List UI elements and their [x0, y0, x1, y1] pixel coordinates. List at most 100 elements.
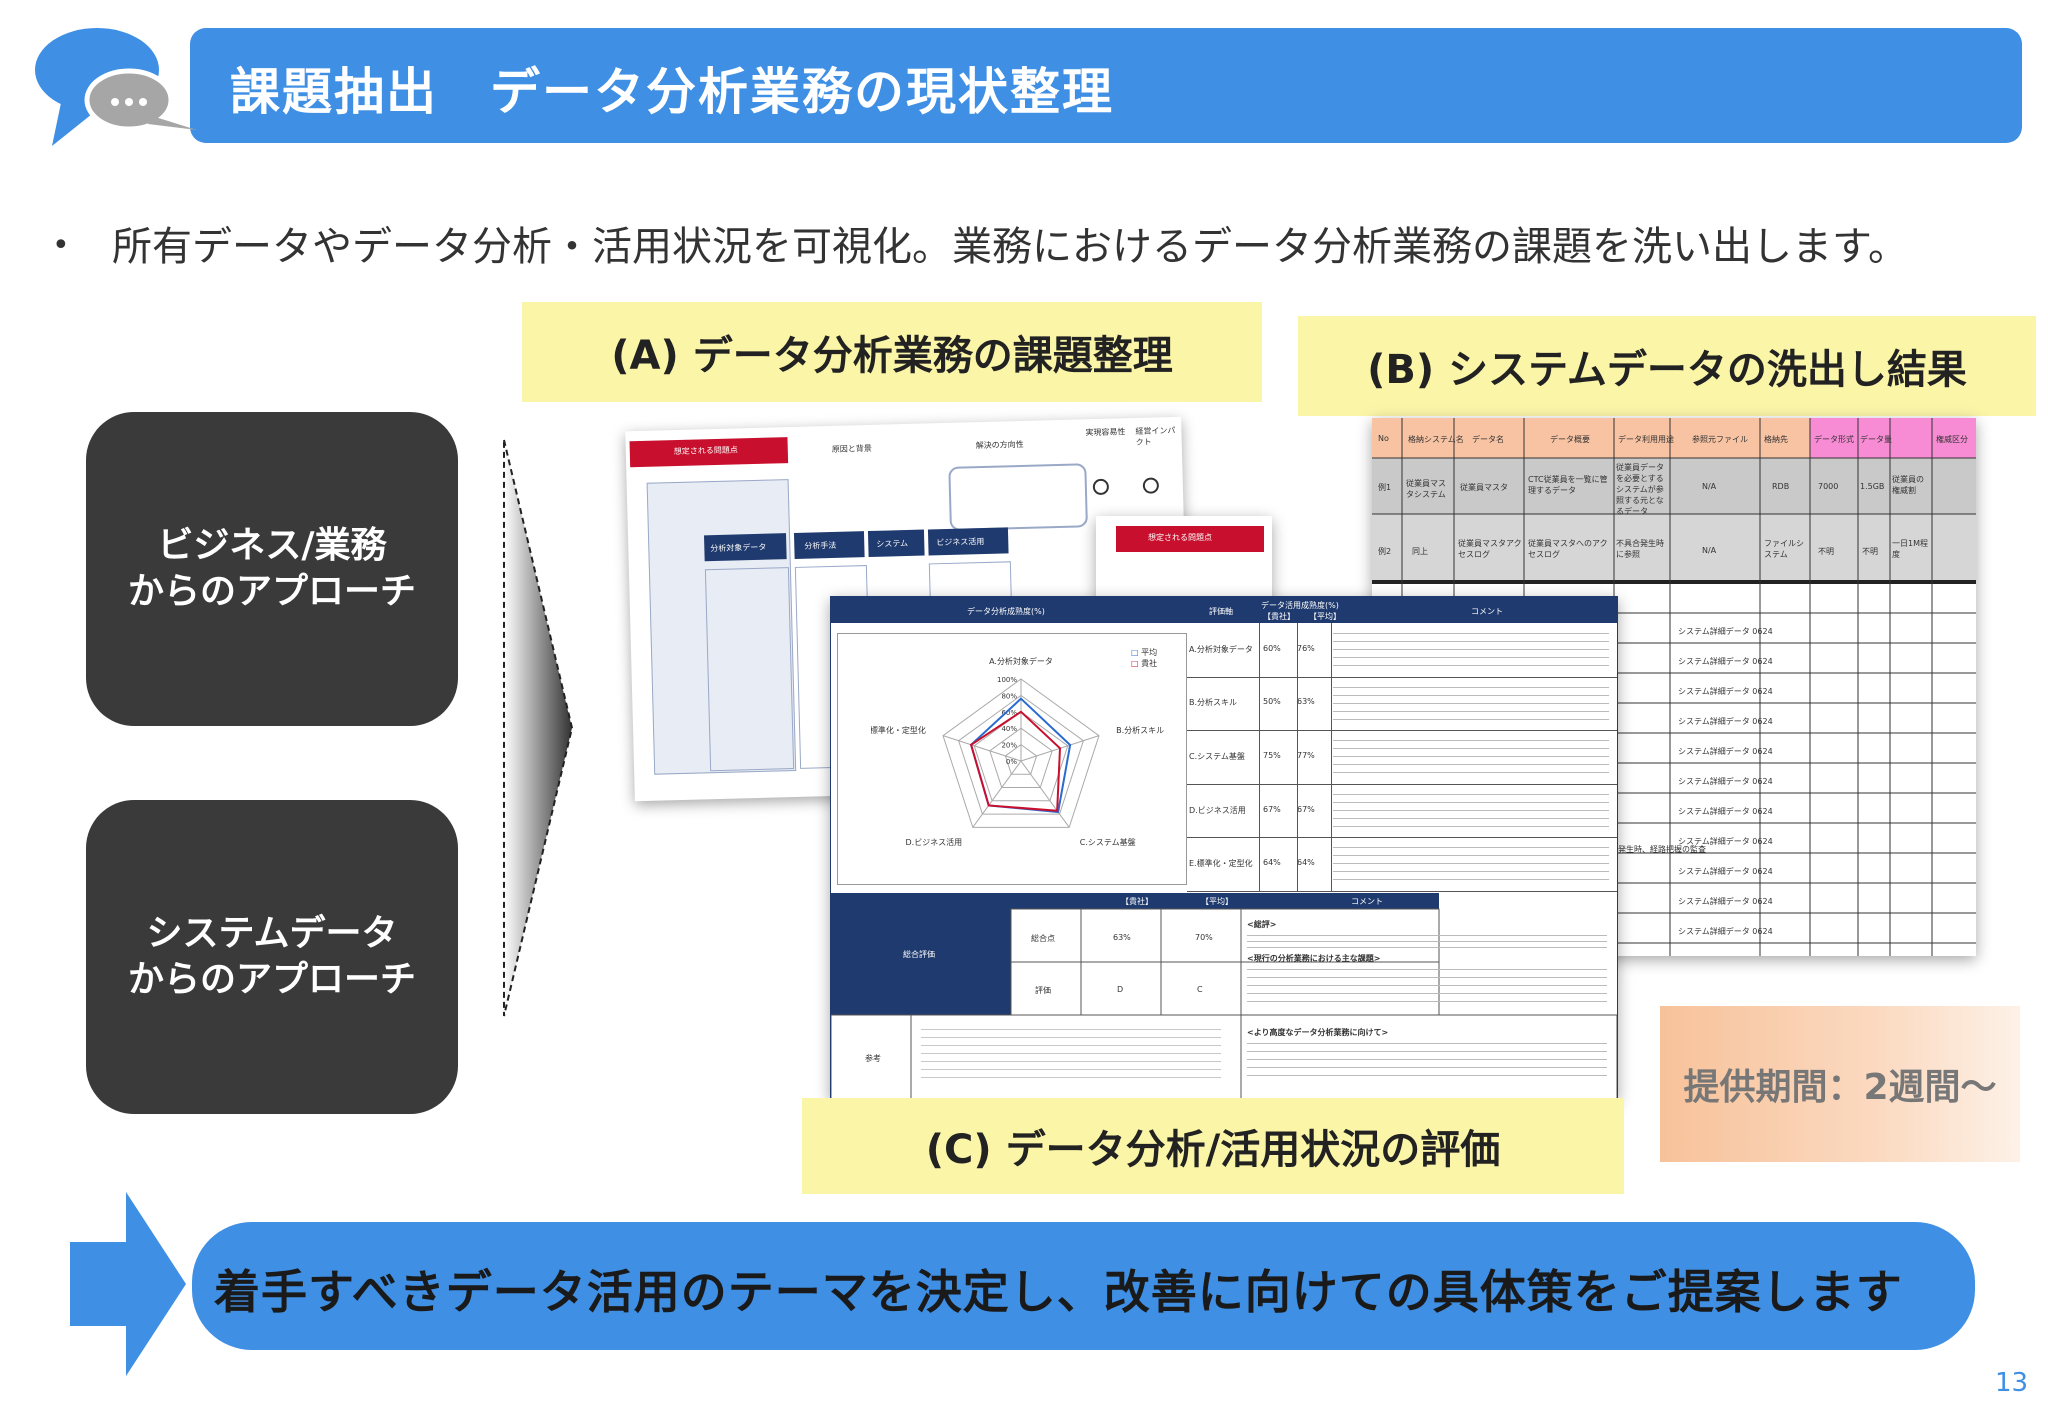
eval-row-avg: 76% [1297, 643, 1315, 653]
doc-b-h8: データ量 [1860, 435, 1892, 444]
legend-own-label: 貴社 [1141, 659, 1158, 668]
business-approach-line2: からのアプローチ [127, 571, 416, 612]
radar-grid [958, 694, 1084, 815]
eval-row-divider [1297, 837, 1298, 891]
doc-b-h0: No [1378, 434, 1389, 443]
period-box: 提供期間：2週間～ [1660, 1006, 2020, 1162]
doc-c-sum-1-label: 評価 [1035, 986, 1051, 995]
doc-b-cell-7: システム詳細データ 0624 [1678, 807, 1773, 816]
eval-row-comment [1333, 686, 1609, 721]
system-approach-box: システムデータ からのアプローチ [86, 800, 458, 1114]
eval-row-own: 50% [1263, 697, 1281, 707]
doc-b-r1-4: 従業員データを必要とするシステムが参照する元となるデータ [1616, 463, 1664, 516]
doc-b-r2-9: 一日1M程度 [1892, 539, 1928, 559]
radar-tick-label: 60% [1001, 709, 1017, 717]
doc-a-h2: 原因と背景 [831, 443, 872, 454]
doc-b-h3: データ概要 [1550, 435, 1590, 444]
eval-row-axis: E.標準化・定型化 [1189, 859, 1253, 869]
speech-bubbles-icon [22, 18, 222, 148]
eval-row-divider [1331, 623, 1332, 677]
eval-row-divider [1259, 783, 1260, 838]
doc-b-cell-4: システム詳細データ 0624 [1678, 717, 1773, 726]
radar-grid [989, 727, 1053, 789]
radar-chart: A.分析対象データB.分析スキルC.システム基盤D.ビジネス活用E.標準化・定型… [871, 656, 1164, 847]
eval-row-comment [1333, 740, 1609, 774]
doc-c-sum-1-own: D [1117, 985, 1124, 994]
doc-b-r2-7: 不明 [1818, 547, 1834, 556]
doc-c-sum-1-avg: C [1197, 985, 1203, 994]
eval-row: A.分析対象データ 60% 76% [1187, 623, 1617, 678]
doc-c-ref-label: 参考 [865, 1054, 881, 1063]
doc-b-r1-1: 従業員マスタシステム [1406, 479, 1446, 499]
doc-a-col-1: 分析手法 [804, 540, 837, 551]
doc-b-cell-2: システム詳細データ 0624 [1678, 657, 1773, 666]
doc-c-sum-0-label: 総合点 [1031, 934, 1055, 943]
radar-tick-label: 20% [1001, 742, 1017, 750]
doc-b-r2-2: 従業員マスタアクセスログ [1458, 539, 1522, 559]
eval-row-divider [1259, 730, 1260, 784]
doc-c-summary-own-h: 【貴社】 [1121, 897, 1153, 906]
business-approach-box: ビジネス/業務 からのアプローチ [86, 412, 458, 726]
eval-row-divider [1331, 783, 1332, 838]
doc-b-note: 事故発生時、経路把握の監査 [1602, 845, 1706, 854]
eval-row-divider [1331, 730, 1332, 784]
doc-c-summary-comment-h: コメント [1351, 897, 1383, 906]
bottom-banner-text: 着手すべきデータ活用のテーマを決定し、改善に向けての具体策をご提案します [214, 1265, 1903, 1319]
radar-series-own [969, 710, 1062, 812]
legend-avg-label: 平均 [1141, 648, 1158, 657]
doc-b-r1-0: 例1 [1378, 483, 1392, 492]
label-b: (B) システムデータの洗出し結果 [1298, 316, 2036, 416]
eval-row-divider [1331, 676, 1332, 731]
label-a: (A) データ分析業務の課題整理 [522, 302, 1262, 402]
legend-avg: □ 平均 [1131, 648, 1158, 657]
doc-a-h3: 解決の方向性 [975, 439, 1024, 451]
eval-row-own: 67% [1263, 804, 1281, 814]
eval-row-divider [1259, 676, 1260, 731]
system-approach-line2: からのアプローチ [127, 959, 416, 1000]
radar-grid [973, 711, 1069, 802]
doc-c-col-comment: コメント [1471, 607, 1503, 616]
doc-b-r2-4: 不具合発生時に参照 [1616, 539, 1664, 559]
bottom-banner [192, 1222, 1975, 1350]
doc-b-r2-5: N/A [1702, 546, 1717, 555]
doc-a-col-0: 分析対象データ [710, 542, 767, 554]
doc-c-comment-head: <総評> [1247, 920, 1277, 929]
system-approach-line1: システムデータ [146, 913, 398, 954]
doc-b-r1-7: 7000 [1818, 482, 1839, 491]
doc-b-cell-6: システム詳細データ 0624 [1678, 777, 1773, 786]
doc-b-cell-1: システム詳細データ 0624 [1678, 627, 1773, 636]
business-approach-line1: ビジネス/業務 [157, 525, 387, 566]
legend-own: □ 貴社 [1131, 659, 1158, 668]
doc-b-h9: 権威区分 [1936, 435, 1968, 444]
eval-row-avg: 77% [1297, 750, 1315, 760]
eval-row-divider [1331, 837, 1332, 891]
radar-axis-label: C.システム基盤 [1080, 837, 1136, 847]
doc-a-col-3: ビジネス活用 [936, 536, 985, 548]
bullet-marker: • [52, 228, 70, 263]
doc-c-sum-0-own: 63% [1113, 933, 1131, 942]
radar-axis-label: E.標準化・定型化 [871, 725, 926, 735]
radar-tick-label: 40% [1001, 725, 1017, 733]
doc-b-r2-3: 従業員マスタへのアクセスログ [1528, 539, 1608, 559]
eval-row-axis: A.分析対象データ [1189, 644, 1253, 654]
radar-spoke [942, 735, 1022, 762]
radar-axis-label: D.ビジネス活用 [905, 837, 962, 847]
page-title: 課題抽出 データ分析業務の現状整理 [230, 63, 1114, 121]
eval-row-divider [1259, 623, 1260, 677]
eval-row-comment [1333, 847, 1609, 881]
eval-row-own: 60% [1263, 643, 1281, 653]
label-c: (C) データ分析/活用状況の評価 [802, 1098, 1624, 1194]
eval-row-avg: 67% [1297, 804, 1315, 814]
eval-row-divider [1259, 837, 1260, 891]
doc-b-r2-8: 不明 [1862, 547, 1878, 556]
radar-tick-label: 0% [1006, 758, 1017, 766]
eval-row-avg: 63% [1297, 697, 1315, 707]
radar-grid [942, 678, 1100, 828]
doc-a-col-2: システム [876, 538, 909, 549]
eval-row-comment [1333, 633, 1609, 667]
title-bar [190, 28, 2022, 143]
